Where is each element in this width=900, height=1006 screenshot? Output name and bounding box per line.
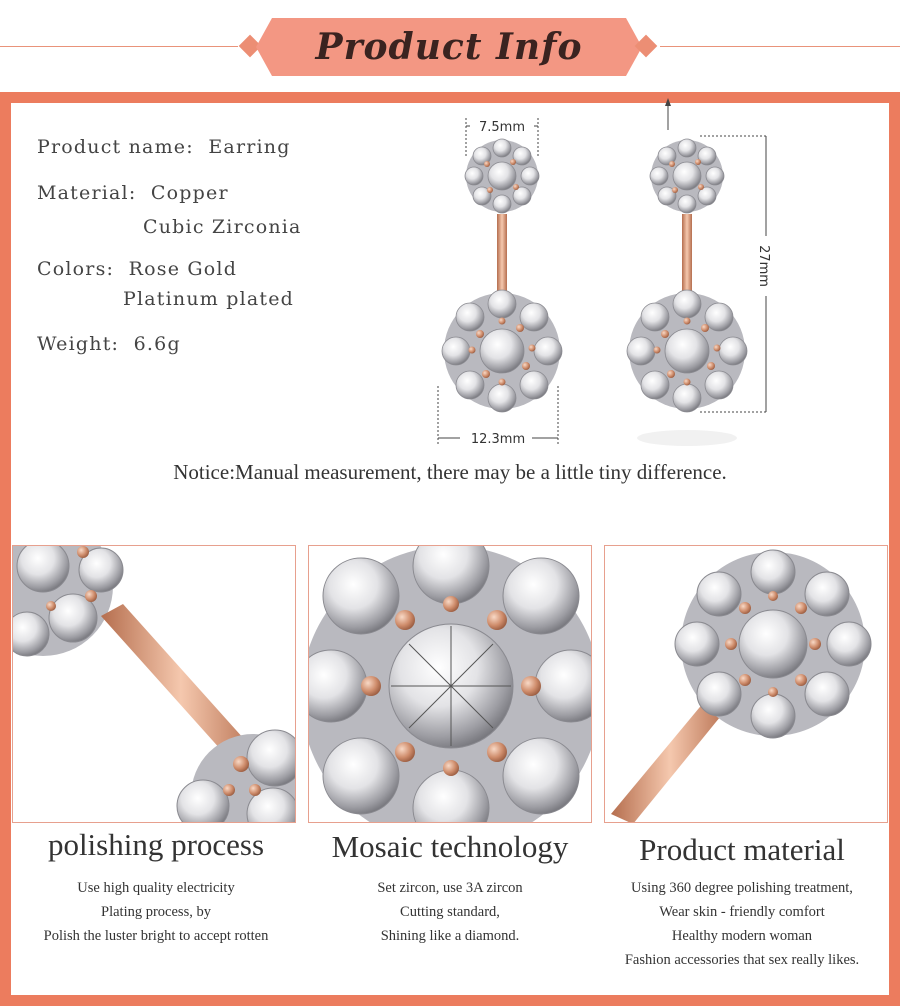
panel-polishing-image [12, 545, 296, 823]
header-divider-left [0, 46, 238, 47]
measurement-lines [437, 104, 768, 444]
mosaic-closeup [309, 546, 591, 822]
content-frame [0, 92, 900, 1006]
panel-material-image [604, 545, 888, 823]
panel-desc-line: Cutting standard, [400, 904, 500, 920]
spec-label: Weight: [37, 333, 120, 355]
spec-material: Material: Copper [37, 182, 229, 204]
spec-weight: Weight: 6.6g [37, 333, 181, 355]
spec-colors: Colors: Rose Gold [37, 258, 237, 280]
banner-notch-right [626, 18, 642, 76]
header-banner [272, 18, 626, 76]
banner-notch-left [256, 18, 272, 76]
spec-label: Material: [37, 182, 137, 204]
spec-value: Rose Gold [128, 258, 238, 280]
spec-value: Earring [208, 136, 291, 158]
header-divider-right [660, 46, 900, 47]
panel-desc-line: Using 360 degree polishing treatment, [631, 880, 853, 896]
spec-value: 6.6g [133, 333, 181, 355]
panel-title-polishing: polishing process [47, 827, 265, 862]
spec-value: Copper [150, 182, 229, 204]
spec-colors-extra: Platinum plated [123, 288, 295, 310]
panel-desc-mosaic: Set zircon, use 3A zircon Cutting standa… [300, 876, 600, 948]
spec-product-name: Product name: Earring [37, 136, 291, 158]
earring-illustration: 7.5mm 12.3mm 27mm [437, 98, 771, 447]
panel-desc-line: Use high quality electricity [77, 880, 235, 896]
panel-desc-line: Polish the luster bright to accept rotte… [43, 928, 269, 944]
panel-desc-line: Set zircon, use 3A zircon [377, 880, 523, 896]
dimension-bottom-width: 12.3mm [471, 432, 525, 447]
panel-desc-line: Fashion accessories that sex really like… [624, 952, 860, 968]
header-title: Product Info [315, 26, 583, 68]
dimension-height: 27mm [756, 245, 771, 287]
earring-left [441, 138, 563, 413]
panel-mosaic-image [308, 545, 592, 823]
panel-desc-material: Using 360 degree polishing treatment, We… [592, 876, 892, 972]
dimension-top-width: 7.5mm [479, 120, 525, 135]
panel-title-mosaic: Mosaic technology [331, 829, 569, 864]
spec-label: Product name: [37, 136, 194, 158]
earring-right [626, 138, 748, 446]
polishing-closeup [13, 546, 295, 822]
notice-text: Notice:Manual measurement, there may be … [173, 460, 727, 484]
panel-desc-line: Plating process, by [101, 904, 211, 920]
panel-desc-line: Healthy modern woman [671, 928, 813, 944]
panel-desc-polishing: Use high quality electricity Plating pro… [6, 876, 306, 948]
spec-label: Colors: [37, 258, 115, 280]
panel-title-material: Product material [639, 832, 845, 867]
panel-desc-line: Shining like a diamond. [380, 928, 520, 944]
panel-desc-line: Wear skin - friendly comfort [659, 904, 825, 920]
material-closeup [611, 549, 872, 822]
spec-material-extra: Cubic Zirconia [143, 216, 302, 238]
